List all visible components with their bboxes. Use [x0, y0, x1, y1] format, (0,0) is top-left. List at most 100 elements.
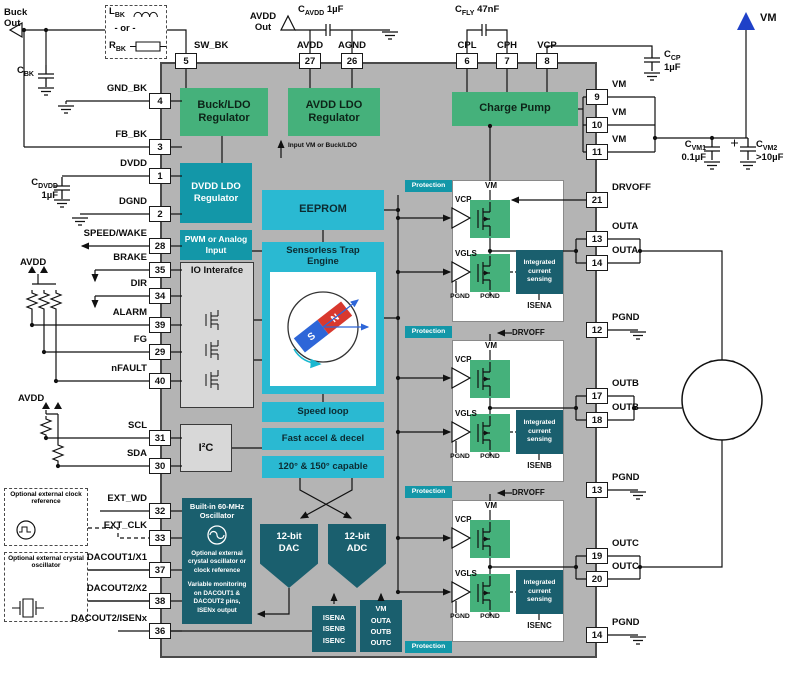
pin-cpl-6-number: 6 [464, 55, 470, 67]
pin-label-dir: DIR [130, 278, 147, 289]
pin-agnd-26-number: 26 [346, 55, 358, 67]
cavdd-label: CAVDD 1µF [298, 4, 343, 18]
fast-accel-label: Fast accel & decel [281, 433, 365, 445]
junction-dot [709, 135, 715, 141]
pin-label-sw-bk: SW_BK [194, 40, 229, 51]
pgnd-left-label-b: PGND [450, 453, 470, 460]
pin-label-alarm: ALARM [112, 307, 147, 318]
protection-label-4: Protection [405, 641, 452, 653]
dvdd-ldo-regulator-label: DVDD LDO Regulator [191, 181, 241, 204]
adc-label: 12-bit ADC [344, 531, 370, 555]
pin-label-dvdd: DVDD [120, 158, 147, 169]
cfly-value: 47nF [477, 4, 500, 15]
pin-cpl-6: 6 [456, 53, 478, 69]
pin-label-vcp: VCP [537, 40, 557, 51]
pin-outb-17-number: 17 [591, 390, 603, 402]
protection-label-1: Protection [405, 180, 452, 192]
vm-inputs-block: VM OUTA OUTB OUTC [360, 600, 402, 652]
dac-label: 12-bit DAC [276, 531, 302, 555]
pin-dgnd-2: 2 [149, 206, 171, 222]
ccp-value: 1µF [664, 61, 681, 73]
oscillator-title: Built-in 60-MHz Oscillator [189, 502, 245, 521]
pin-outa-14-number: 14 [591, 257, 603, 269]
pin-label-speed-wake: SPEED/WAKE [83, 228, 147, 239]
cfly-sub: FLY [461, 9, 475, 17]
pin-avdd-27-number: 27 [304, 55, 316, 67]
pin-vm-9: 9 [586, 89, 608, 105]
pin-scl-31: 31 [149, 430, 171, 446]
pin-label-dacout1-x1: DACOUT1/X1 [86, 552, 147, 563]
pgnd-right-label-c: PGND [480, 613, 500, 620]
cavdd-sub: AVDD [304, 9, 325, 17]
cavdd-symbol: C [298, 4, 305, 15]
buck-out-label: Buck Out [4, 7, 28, 29]
pin-label-dacout2-x2: DACOUT2/X2 [86, 583, 147, 594]
pin-ext-wd-32-number: 32 [154, 505, 166, 517]
vcp-label-c: VCP [455, 515, 472, 524]
junction-dot [29, 322, 35, 328]
vm-inputs-label: VM OUTA OUTB OUTC [370, 604, 392, 648]
pin-pgnd-14: 14 [586, 627, 608, 643]
cvm2-sub: VM2 [762, 144, 778, 152]
eeprom-block: EEPROM [262, 190, 384, 230]
pin-label-sda: SDA [126, 448, 147, 459]
pin-fb-bk-3-number: 3 [157, 141, 163, 153]
pin-outb-18: 18 [586, 412, 608, 428]
pin-ext-clk-33-number: 33 [154, 532, 166, 544]
pin-vm-11-number: 11 [591, 146, 603, 158]
pin-outb-18-number: 18 [591, 414, 603, 426]
pin-agnd-26: 26 [341, 53, 363, 69]
dvdd-ldo-regulator-block: DVDD LDO Regulator [180, 163, 252, 223]
pin-nfault-40-number: 40 [154, 375, 166, 387]
pin-vcp-8: 8 [536, 53, 558, 69]
pin-label-ext-clk: EXT_CLK [103, 520, 147, 531]
avdd-pullup2-label: AVDD [18, 393, 45, 404]
pin-label-outc: OUTC [612, 561, 639, 572]
pin-dgnd-2-number: 2 [157, 208, 163, 220]
buck-ldo-regulator-label: Buck/LDO Regulator [197, 98, 251, 124]
charge-pump-block: Charge Pump [452, 92, 578, 126]
cfly-symbol: C [455, 4, 462, 15]
pin-ext-wd-32: 32 [149, 503, 171, 519]
pin-label-scl: SCL [128, 420, 147, 431]
pin-vm-9-number: 9 [594, 91, 600, 103]
pin-pgnd-13: 13 [586, 482, 608, 498]
pin-vcp-8-number: 8 [544, 55, 550, 67]
vm-supply-label: VM [760, 12, 777, 24]
pin-outb-17: 17 [586, 388, 608, 404]
pin-fb-bk-3: 3 [149, 139, 171, 155]
vm-label-a: VM [478, 181, 504, 191]
capacitor-icon [703, 137, 721, 161]
drvoff-internal-label-b: DRVOFF [512, 328, 545, 337]
pin-label-vm: VM [612, 107, 627, 118]
pin-dacout1-x1-37: 37 [149, 562, 171, 578]
ground-icon [629, 491, 647, 500]
ground-icon [739, 161, 757, 170]
isen-label-b: ISENB [527, 461, 552, 470]
pin-gnd-bk-4: 4 [149, 93, 171, 109]
pwm-analog-input-block: PWM or Analog Input [180, 230, 252, 260]
vcp-label-b: VCP [455, 355, 472, 364]
pin-label-vm: VM [612, 134, 627, 145]
pin-outa-13: 13 [586, 231, 608, 247]
rbk-label: RBK [109, 40, 126, 54]
vgls-label-c: VGLS [455, 569, 477, 578]
pin-pgnd-14-number: 14 [591, 629, 603, 641]
pin-dacout2-x2-38-number: 38 [154, 595, 166, 607]
ground-icon [381, 31, 399, 40]
integrated-current-sensing-b: Integrated current sensing [516, 410, 563, 454]
pin-label-outb: OUTB [612, 378, 639, 389]
avdd-ldo-regulator-label: AVDD LDO Regulator [305, 98, 363, 124]
pwm-analog-input-label: PWM or Analog Input [184, 234, 248, 255]
pin-pgnd-13-number: 13 [591, 484, 603, 496]
isen-inputs-block: ISENA ISENB ISENC [312, 606, 356, 652]
vgls-label-b: VGLS [455, 409, 477, 418]
pin-drvoff-21-number: 21 [591, 194, 603, 206]
pgnd-right-label-b: PGND [480, 453, 500, 460]
input-vm-label: Input VM or Buck/LDO [288, 142, 357, 149]
ccp-label: CCP 1µF [664, 49, 681, 74]
cvm1-sub: VM1 [691, 144, 706, 152]
isen-label-a: ISENA [527, 301, 552, 310]
pin-label-agnd: AGND [338, 40, 366, 51]
pin-nfault-40: 40 [149, 373, 171, 389]
